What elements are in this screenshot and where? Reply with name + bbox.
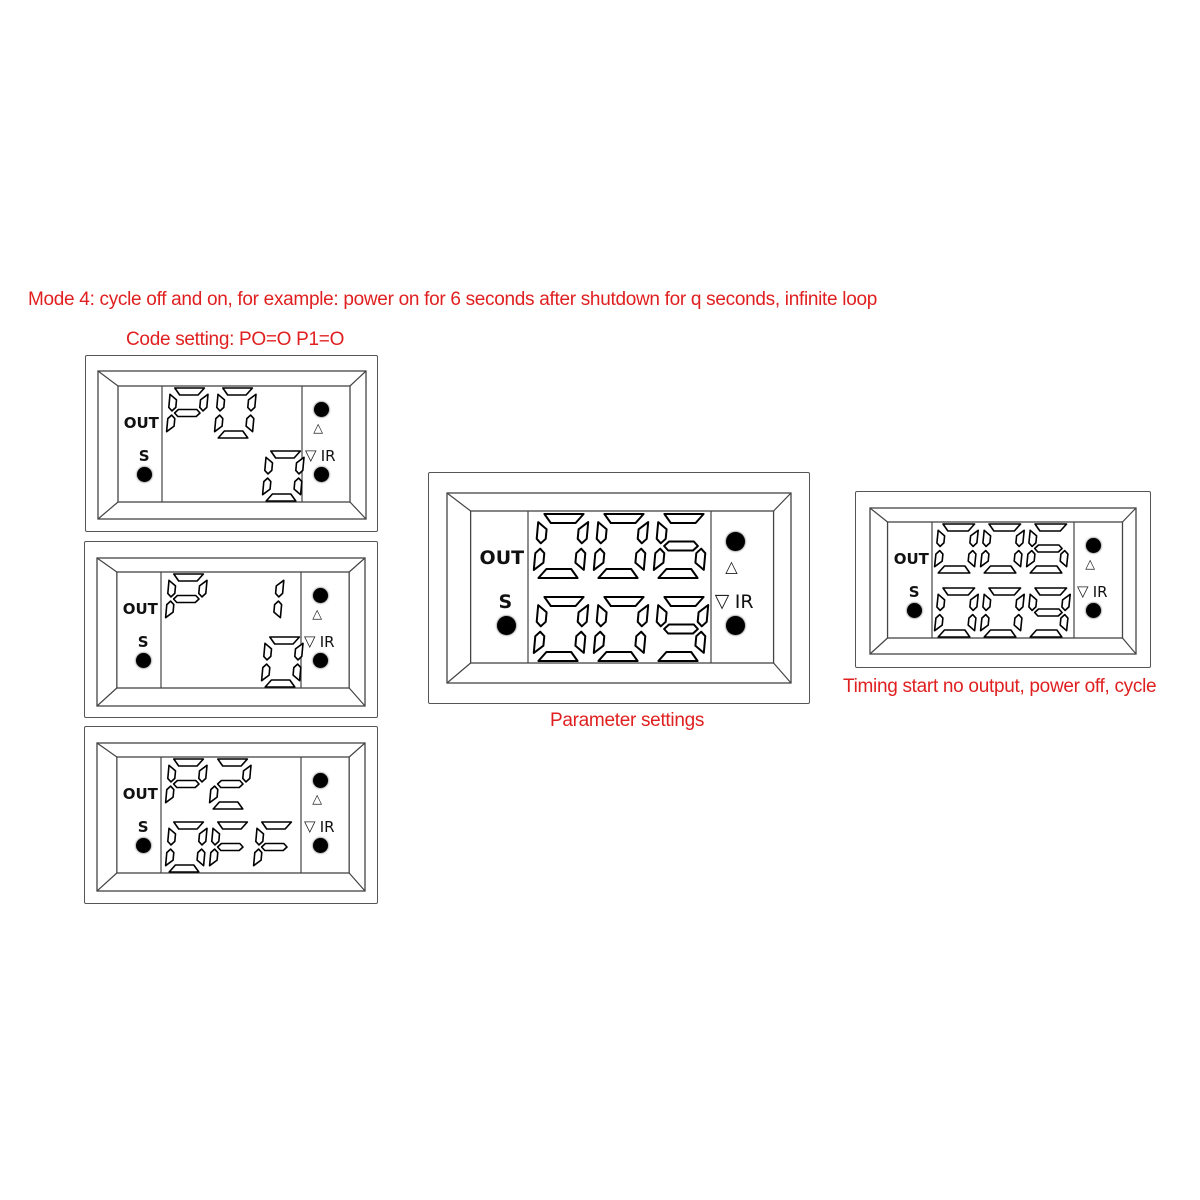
display-panel-p1: OUT S IR▽ △ [84, 541, 378, 718]
up-triangle-icon: △ [312, 791, 323, 807]
out-label: OUT [122, 599, 158, 618]
panel-drawing [446, 492, 792, 684]
panel-drawing [97, 370, 367, 520]
parameter-settings-caption: Parameter settings [550, 710, 705, 731]
bottom-digit-9 [1028, 587, 1072, 638]
bottom-digit-0 [592, 596, 650, 662]
out-label: OUT [122, 784, 158, 803]
bezel-inner [469, 510, 775, 664]
top-digit-6 [1025, 523, 1069, 574]
up-button-indicator[interactable] [313, 588, 328, 604]
ir-label: IR [734, 590, 754, 613]
down-ir-button-indicator[interactable] [726, 616, 746, 636]
s-label: S [908, 583, 920, 601]
s-label: S [137, 633, 149, 651]
bezel-outer [96, 557, 366, 707]
down-ir-button-indicator[interactable] [313, 653, 328, 669]
top-digit-0 [933, 523, 980, 574]
bottom-digit-9 [655, 596, 710, 662]
top-digit-P [165, 387, 209, 433]
bottom-digit-F [252, 821, 293, 867]
top-digit-P [164, 758, 208, 804]
bottom-digit-0 [979, 587, 1026, 638]
top-digit-2 [208, 758, 252, 810]
bottom-digit-F [208, 821, 249, 867]
s-button-indicator[interactable] [136, 653, 152, 669]
up-button-indicator[interactable] [1086, 538, 1101, 554]
bezel-inner [117, 385, 351, 503]
out-label: OUT [893, 549, 929, 568]
ir-label: IR [320, 447, 336, 465]
s-button-indicator[interactable] [136, 838, 152, 854]
bezel-outer [97, 370, 367, 520]
ir-label: IR [1092, 583, 1108, 601]
s-button-indicator[interactable] [907, 603, 923, 619]
bezel-inner [116, 756, 350, 874]
panel-drawing [96, 557, 366, 707]
top-digit-0 [979, 523, 1026, 574]
bezel-outer [446, 492, 792, 684]
down-ir-button-indicator[interactable] [314, 467, 329, 483]
bottom-digit-0 [261, 450, 305, 502]
s-button-indicator[interactable] [137, 467, 153, 483]
bezel-inner [886, 521, 1124, 639]
bezel-outer [96, 742, 366, 892]
display-panel-timing: OUT S IR▽ △ [855, 491, 1151, 668]
up-button-indicator[interactable] [314, 402, 329, 418]
bottom-digit-0 [532, 596, 590, 662]
s-label: S [498, 590, 513, 613]
down-triangle-icon: ▽ [304, 632, 316, 651]
down-ir-button-indicator[interactable] [313, 838, 328, 854]
mode-title: Mode 4: cycle off and on, for example: p… [28, 289, 877, 310]
display-panel-p2: OUT S IR▽ △ [84, 726, 378, 904]
out-label: OUT [123, 413, 159, 432]
s-button-indicator[interactable] [496, 616, 516, 636]
up-button-indicator[interactable] [313, 773, 328, 789]
bottom-digit-0 [933, 587, 980, 638]
down-ir-button-indicator[interactable] [1086, 603, 1101, 619]
bottom-digit-0 [164, 821, 208, 873]
code-setting-label: Code setting: PO=O P1=O [126, 329, 345, 350]
panel-drawing [869, 507, 1137, 655]
display-panel-parameter: OUT S IR▽ △ [428, 472, 810, 704]
bottom-digit-0 [260, 636, 304, 688]
ir-label: IR [319, 818, 335, 836]
bezel-inner [116, 571, 350, 689]
bezel-outer [869, 507, 1137, 655]
up-triangle-icon: △ [312, 606, 323, 622]
down-triangle-icon: ▽ [304, 817, 316, 836]
top-digit-0 [532, 513, 590, 579]
display-panel-p0: OUT S IR▽ △ [85, 355, 378, 532]
up-triangle-icon: △ [1085, 556, 1096, 572]
panel-drawing [96, 742, 366, 892]
timing-caption: Timing start no output, power off, cycle [843, 676, 1157, 697]
down-triangle-icon: ▽ [1077, 582, 1089, 601]
out-label: OUT [479, 547, 525, 570]
s-label: S [137, 818, 149, 836]
top-digit-6 [652, 513, 707, 579]
top-digit-P [164, 573, 208, 619]
up-button-indicator[interactable] [726, 532, 746, 552]
up-triangle-icon: △ [725, 556, 738, 576]
top-digit-1 [273, 579, 285, 619]
ir-label: IR [319, 633, 335, 651]
top-digit-0 [592, 513, 650, 579]
down-triangle-icon: ▽ [305, 446, 317, 465]
up-triangle-icon: △ [313, 420, 324, 436]
top-digit-0 [213, 387, 257, 439]
down-triangle-icon: ▽ [714, 589, 730, 612]
s-label: S [138, 447, 150, 465]
